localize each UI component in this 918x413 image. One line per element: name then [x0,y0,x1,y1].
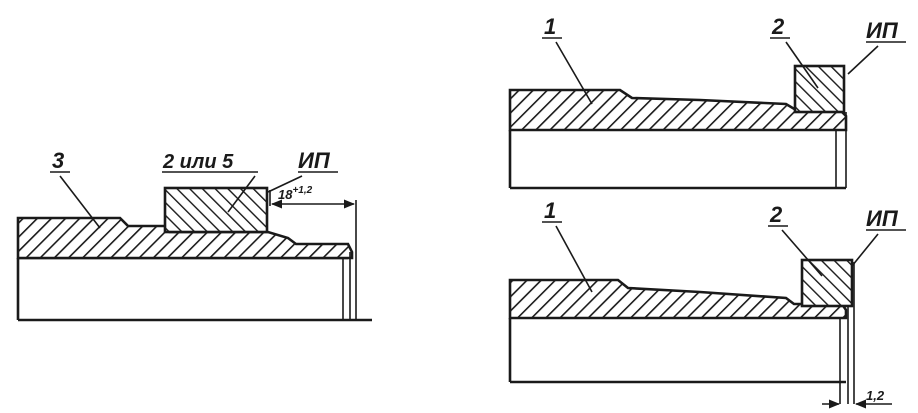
pipe-body-left [16,256,372,322]
leader-insert-2-top [785,41,819,89]
insert-2-hatched-top [793,64,846,114]
label-part-3: 3 [52,148,64,173]
label-part-1-bottom: 1 [544,198,556,223]
leader-part-3 [59,175,101,229]
label-insert-2-or-5: 2 или 5 [162,151,234,173]
pipe-body-right-top [508,130,846,190]
figure-left: 18+1,2 3 2 или 5 ИП [16,148,372,322]
leader-ip-bottom [851,233,879,267]
leader-insert-2-bottom [781,229,823,277]
label-part-1-top: 1 [544,14,556,39]
insert-2-hatched-bottom [800,258,854,308]
leader-ip-top [847,45,879,75]
dimension-label-18: 18+1,2 [278,185,313,202]
label-insert-2-top: 2 [771,14,785,39]
dimension-label-1-2: 1,2 [866,388,885,403]
leader-ip-left [267,175,303,193]
leader-part-1-bottom [555,225,593,293]
label-ip-bottom: ИП [866,206,899,231]
leader-part-1-top [555,41,593,105]
leader-insert-2-or-5 [227,175,256,213]
figure-right-bottom: 1,2 1 2 ИП [508,198,906,409]
part-3-hatched [16,216,354,260]
insert-2-or-5-hatched [163,186,269,234]
pipe-body-right-bottom [508,318,846,384]
figure-right-top: 1 2 ИП [508,14,906,190]
part-1-hatched-bottom [508,278,848,320]
label-insert-2-bottom: 2 [769,202,783,227]
label-ip-top: ИП [866,18,899,43]
label-ip-left: ИП [298,148,331,173]
